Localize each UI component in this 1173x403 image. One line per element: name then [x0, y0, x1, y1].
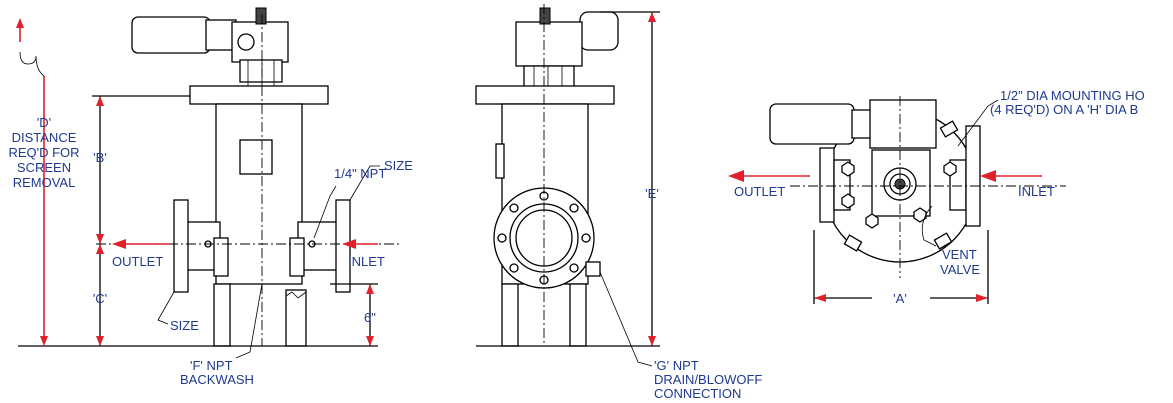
right-leg [285, 289, 307, 347]
side-top-flange [475, 85, 615, 105]
drain-port [585, 261, 601, 277]
actuator-top [255, 7, 267, 25]
inlet-arrow-top [980, 170, 996, 182]
label-g-2: DRAIN/BLOWOFF [654, 372, 762, 387]
top-view [728, 96, 1066, 304]
label-size-bottom: SIZE [170, 318, 199, 333]
left-leg [213, 283, 231, 347]
label-d-3: REQ'D FOR [8, 145, 79, 160]
label-vent-2: VALVE [940, 262, 980, 277]
left-bracket [213, 237, 229, 277]
top-flange [189, 85, 329, 105]
drive-mount [239, 59, 283, 83]
labels: 'D' DISTANCE REQ'D FOR SCREEN REMOVAL 'B… [8, 88, 1144, 401]
label-six-in: 6" [364, 310, 376, 325]
front-view [16, 7, 400, 359]
flange-bolts [497, 191, 591, 285]
label-d-5: REMOVAL [13, 175, 76, 190]
label-vent-1: VENT [942, 247, 977, 262]
label-d-1: 'D' [37, 115, 51, 130]
side-gearbox [515, 21, 583, 67]
top-outlet-flange [819, 147, 835, 223]
label-d-4: SCREEN [17, 160, 71, 175]
mounting-holes [841, 161, 957, 229]
inlet-arrow-front [342, 239, 356, 249]
right-bracket [289, 237, 305, 277]
label-e: 'E' [645, 186, 659, 201]
label-size-top: SIZE [384, 158, 413, 173]
label-mounting-2: (4 REQ'D) ON A 'H' DIA B [990, 102, 1138, 117]
gearbox-hub [237, 33, 255, 51]
outlet-arrow-front [112, 239, 126, 249]
top-motor [769, 103, 855, 145]
side-view [475, 4, 660, 367]
label-f-1: 'F' NPT [190, 358, 233, 373]
label-g-3: CONNECTION [654, 386, 741, 401]
label-f-2: BACKWASH [180, 372, 254, 387]
label-inlet-front: INLET [348, 254, 385, 269]
label-outlet-front: OUTLET [112, 254, 163, 269]
label-g-1: 'G' NPT [654, 358, 699, 373]
outlet-arrow-top [728, 170, 744, 182]
label-c: 'C' [93, 291, 107, 306]
top-inlet-flange [965, 125, 981, 227]
body-window [239, 139, 273, 175]
side-motor [579, 11, 619, 51]
label-d-2: DISTANCE [12, 130, 77, 145]
label-npt-quarter: 1/4" NPT [334, 166, 386, 181]
label-a: 'A' [893, 291, 907, 306]
filter-body [215, 103, 303, 285]
motor-body [131, 16, 211, 54]
outlet-flange [173, 199, 189, 293]
label-mounting-1: 1/2" DIA MOUNTING HO [1000, 88, 1145, 103]
label-inlet-top: INLET [1018, 184, 1055, 199]
label-outlet-top: OUTLET [734, 184, 785, 199]
motor-coupling [205, 19, 237, 51]
label-b: 'B' [93, 150, 107, 165]
